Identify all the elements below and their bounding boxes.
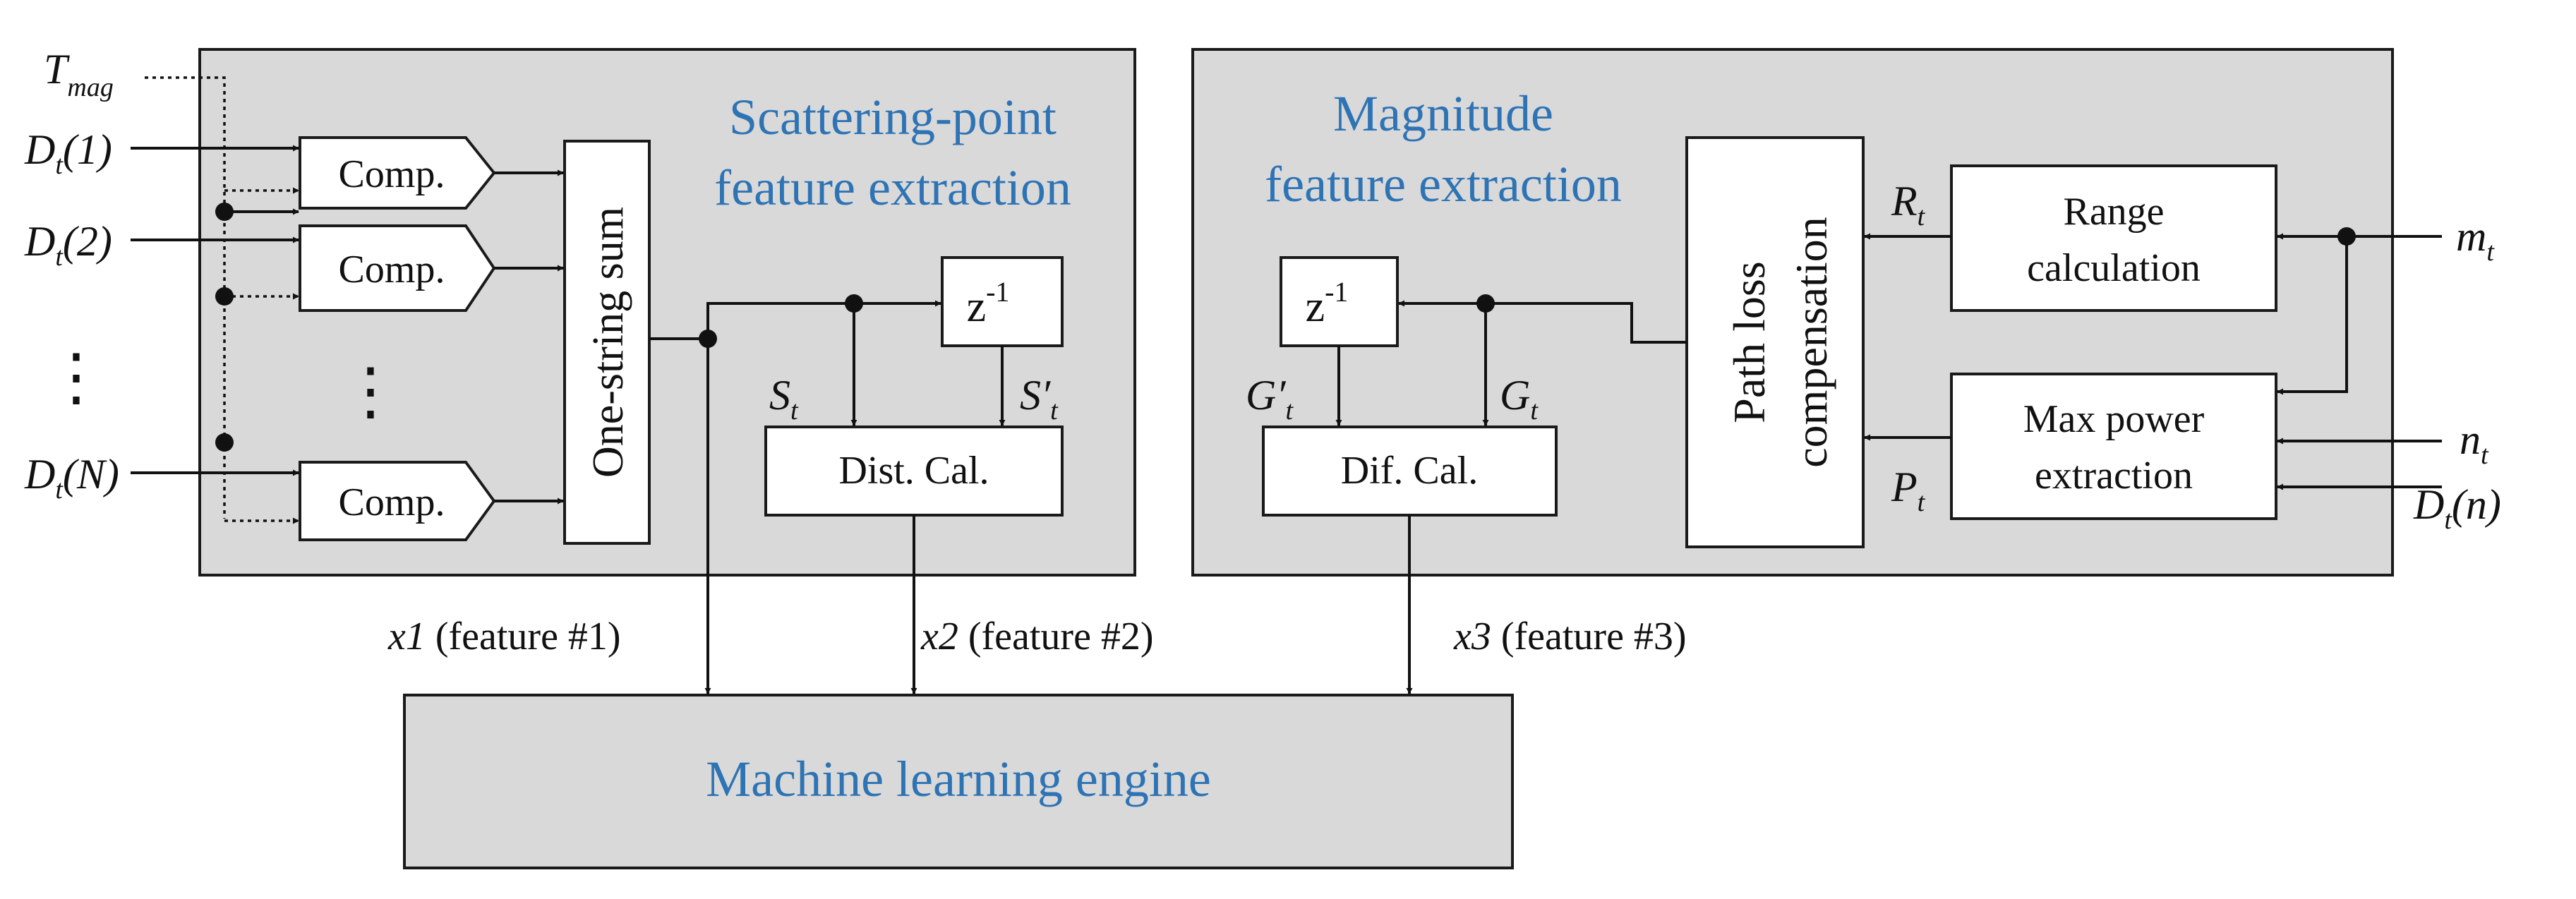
comparator-n-label: Comp. bbox=[339, 481, 445, 524]
path-loss-label-line1: Path loss bbox=[1724, 261, 1774, 423]
path-loss-label-line2: compensation bbox=[1786, 217, 1836, 467]
feature-3-label: x3 (feature #3) bbox=[1453, 615, 1687, 658]
d2-tap-dot bbox=[215, 287, 234, 306]
gpt-label: G′t bbox=[1246, 372, 1294, 426]
comp-ellipsis: ⋮ bbox=[339, 357, 402, 427]
comparator-2-label: Comp. bbox=[339, 248, 445, 291]
magnitude-title-line1: Magnitude bbox=[1333, 85, 1553, 142]
dist-cal-block bbox=[764, 426, 1064, 517]
path-loss-block bbox=[1685, 136, 1865, 548]
scattering-title-line1: Scattering-point bbox=[729, 89, 1057, 145]
delay-block-s-label: z-1 bbox=[967, 276, 1010, 331]
comparator-1-label: Comp. bbox=[339, 152, 445, 196]
dif-cal-label: Dif. Cal. bbox=[1341, 449, 1478, 493]
mt-label: mt bbox=[2456, 213, 2495, 267]
comparator-1 bbox=[299, 136, 496, 210]
delay-block-s bbox=[941, 256, 1064, 347]
input-ellipsis: ⋮ bbox=[44, 343, 108, 413]
tmag-label: Tmag bbox=[44, 46, 114, 102]
feature-2-label: x2 (feature #2) bbox=[920, 615, 1154, 658]
gt-label: Gt bbox=[1500, 372, 1539, 426]
range-calc-block bbox=[1950, 164, 2277, 312]
range-calc-line1: Range bbox=[2063, 190, 2164, 234]
dtn-label: Dt(n) bbox=[2413, 481, 2501, 535]
pt-label: Pt bbox=[1891, 464, 1926, 517]
path-loss-output-wire bbox=[1398, 300, 1687, 344]
ml-engine-title: Machine learning engine bbox=[706, 751, 1211, 807]
ml-engine-panel bbox=[403, 694, 1514, 869]
scattering-title-line2: feature extraction bbox=[714, 159, 1071, 216]
feature-1-label: x1 (feature #1) bbox=[387, 615, 621, 658]
one-string-sum-label: One-string sum bbox=[584, 207, 632, 478]
delay-block-g-label: z-1 bbox=[1306, 276, 1349, 331]
one-string-sum-block bbox=[563, 140, 651, 545]
spt-label: S′t bbox=[1020, 372, 1059, 426]
max-power-line1: Max power bbox=[2023, 397, 2205, 441]
max-power-block bbox=[1950, 373, 2277, 520]
d1-label: Dt(1) bbox=[24, 126, 112, 180]
comparator-2 bbox=[299, 224, 496, 312]
tmag-dashed-line bbox=[145, 76, 226, 519]
dist-cal-label: Dist. Cal. bbox=[838, 449, 989, 493]
sum-output-wire bbox=[649, 300, 941, 340]
nt-label: nt bbox=[2460, 416, 2489, 470]
magnitude-title-line2: feature extraction bbox=[1265, 156, 1622, 212]
rt-label: Rt bbox=[1891, 178, 1926, 231]
st-label: St bbox=[769, 372, 799, 426]
comparator-n bbox=[299, 461, 496, 541]
range-calc-line2: calculation bbox=[2027, 246, 2201, 290]
dn-tap-dot bbox=[215, 433, 234, 452]
mt-to-maxpow bbox=[2277, 236, 2348, 395]
dif-cal-block bbox=[1262, 426, 1558, 517]
max-power-line2: extraction bbox=[2035, 454, 2193, 497]
d2-label: Dt(2) bbox=[24, 218, 112, 272]
delay-block-g bbox=[1280, 256, 1399, 347]
dn-label: Dt(N) bbox=[24, 451, 119, 505]
